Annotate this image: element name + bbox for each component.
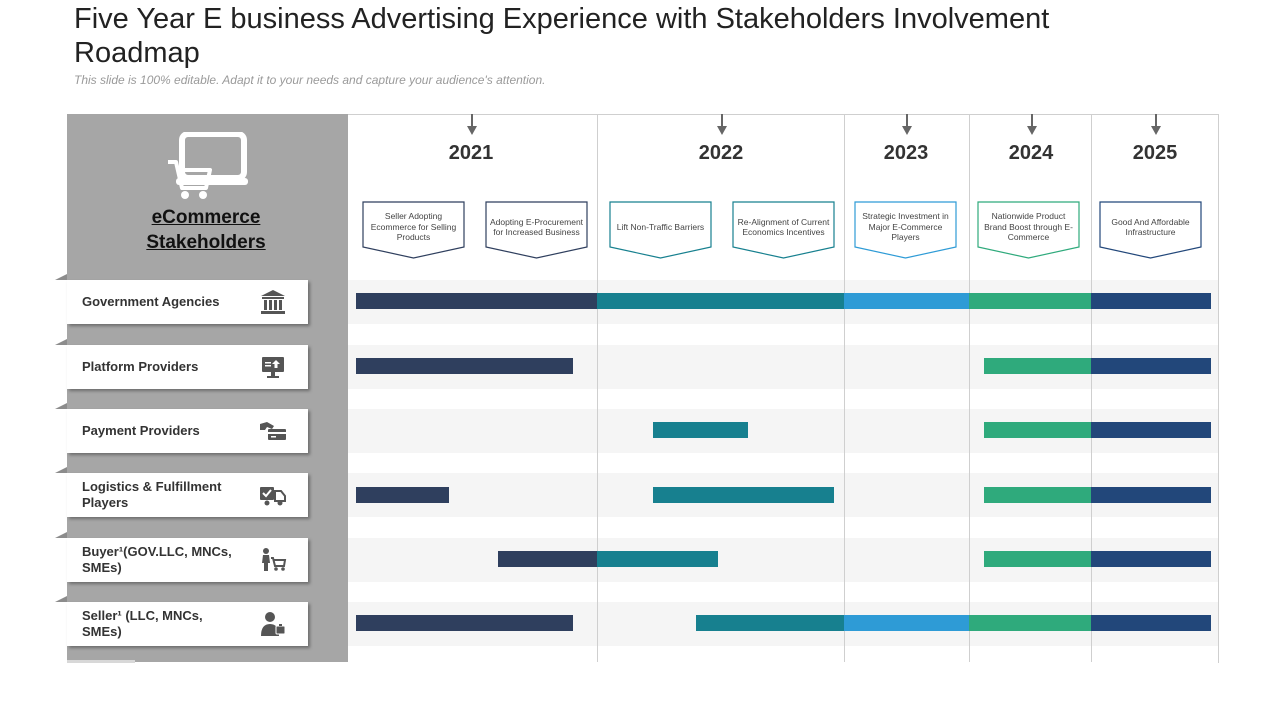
roadmap-bar (1091, 551, 1211, 567)
milestone-callout: Lift Non-Traffic Barriers (609, 201, 712, 259)
milestone-callout: Good And Affordable Infrastructure (1099, 201, 1202, 259)
page-subtitle: This slide is 100% editable. Adapt it to… (74, 73, 546, 87)
stakeholder-row: Platform Providers (55, 339, 308, 389)
milestone-text: Good And Affordable Infrastructure (1111, 216, 1190, 238)
roadmap-bar (984, 358, 1091, 374)
roadmap-bar (356, 358, 573, 374)
shopper-cart-icon (262, 548, 287, 571)
milestone-text: Nationwide Product Brand Boost through E… (984, 211, 1073, 243)
panel-label-line1: eCommerce (151, 207, 261, 228)
businessperson-icon (261, 612, 286, 636)
government-building-icon (261, 290, 285, 314)
down-arrow-icon (902, 114, 912, 135)
panel-bottom-fold (67, 660, 135, 663)
roadmap-bar (984, 551, 1091, 567)
hand-card-payment-icon (260, 422, 286, 440)
callout-shape (1099, 201, 1202, 259)
callout-shape (854, 201, 957, 259)
stakeholder-card (67, 280, 308, 324)
roadmap-bar (356, 615, 573, 631)
panel-label: eCommerce Stakeholders (108, 205, 304, 255)
stakeholder-row: Seller¹ (LLC, MNCs, SMEs) (55, 596, 308, 646)
milestone-callout: Seller Adopting Ecommerce for Selling Pr… (362, 201, 465, 259)
roadmap-bar (1091, 293, 1211, 309)
year-divider (844, 114, 845, 662)
milestone-callout: Strategic Investment in Major E-Commerce… (854, 201, 957, 259)
stakeholder-label: Platform Providers (82, 359, 199, 374)
card-fold (55, 532, 67, 538)
card-fold (55, 467, 67, 473)
callout-shape (485, 201, 588, 259)
card-fold (55, 339, 67, 345)
card-fold (55, 274, 67, 280)
roadmap-bar (597, 551, 718, 567)
stakeholder-label: Buyer¹(GOV.LLC, MNCs, SMEs) (82, 544, 232, 575)
milestone-callout: Re-Alignment of Current Economics Incent… (732, 201, 835, 259)
page-title: Five Year E business Advertising Experie… (74, 3, 1050, 69)
stakeholder-label: Seller¹ (LLC, MNCs, SMEs) (82, 608, 203, 639)
roadmap-bar (969, 293, 1091, 309)
roadmap-bar (1091, 615, 1211, 631)
down-arrow-icon (717, 114, 727, 135)
stakeholder-row: Buyer¹(GOV.LLC, MNCs, SMEs) (55, 532, 308, 582)
stakeholder-row: Government Agencies (55, 274, 308, 324)
monitor-upload-icon (262, 357, 284, 378)
stakeholder-label: Payment Providers (82, 423, 200, 438)
roadmap-bar (969, 615, 1091, 631)
milestone-text: Lift Non-Traffic Barriers (616, 221, 705, 232)
roadmap-bar (498, 551, 597, 567)
roadmap-bar (696, 615, 844, 631)
stakeholder-row: Payment Providers (55, 403, 308, 453)
callout-shape (977, 201, 1080, 259)
milestone-text: Re-Alignment of Current Economics Incent… (737, 216, 830, 238)
roadmap-bar (984, 422, 1091, 438)
panel-label-line2: Stakeholders (146, 232, 266, 253)
delivery-truck-icon (260, 487, 286, 506)
year-label: 2023 (883, 142, 929, 164)
roadmap-bar (984, 487, 1091, 503)
roadmap-bar (1091, 358, 1211, 374)
year-label: 2022 (698, 142, 744, 164)
year-divider (1091, 114, 1092, 662)
callout-shape (609, 201, 712, 259)
laptop-shopping-cart-icon (168, 132, 248, 199)
milestone-callout: Nationwide Product Brand Boost through E… (977, 201, 1080, 259)
down-arrow-icon (467, 114, 477, 135)
stakeholder-label: Government Agencies (82, 294, 220, 309)
stakeholder-card (67, 409, 308, 453)
milestone-text: Seller Adopting Ecommerce for Selling Pr… (370, 211, 457, 243)
year-label: 2025 (1132, 142, 1178, 164)
roadmap-bar (653, 422, 748, 438)
year-label: 2024 (1008, 142, 1054, 164)
timeline-grid (348, 114, 1219, 663)
milestone-callout: Adopting E-Procurement for Increased Bus… (485, 201, 588, 259)
callout-shape (362, 201, 465, 259)
stakeholder-row: Logistics & Fulfillment Players (55, 467, 308, 517)
roadmap-bar (844, 615, 969, 631)
year-divider (597, 114, 598, 662)
down-arrow-icon (1027, 114, 1037, 135)
down-arrow-icon (1151, 114, 1161, 135)
roadmap-bar (653, 487, 834, 503)
roadmap-bar (1091, 487, 1211, 503)
card-fold (55, 403, 67, 409)
stakeholder-card (67, 602, 308, 646)
roadmap-bar (356, 293, 597, 309)
stakeholder-label: Logistics & Fulfillment Players (82, 479, 222, 510)
year-divider (969, 114, 970, 662)
roadmap-bar (1091, 422, 1211, 438)
roadmap-bar (597, 293, 844, 309)
card-fold (55, 596, 67, 602)
year-label: 2021 (448, 142, 494, 164)
callout-shape (732, 201, 835, 259)
roadmap-bar (844, 293, 969, 309)
roadmap-bar (356, 487, 449, 503)
milestone-text: Strategic Investment in Major E-Commerce… (862, 211, 949, 243)
milestone-text: Adopting E-Procurement for Increased Bus… (489, 216, 584, 238)
